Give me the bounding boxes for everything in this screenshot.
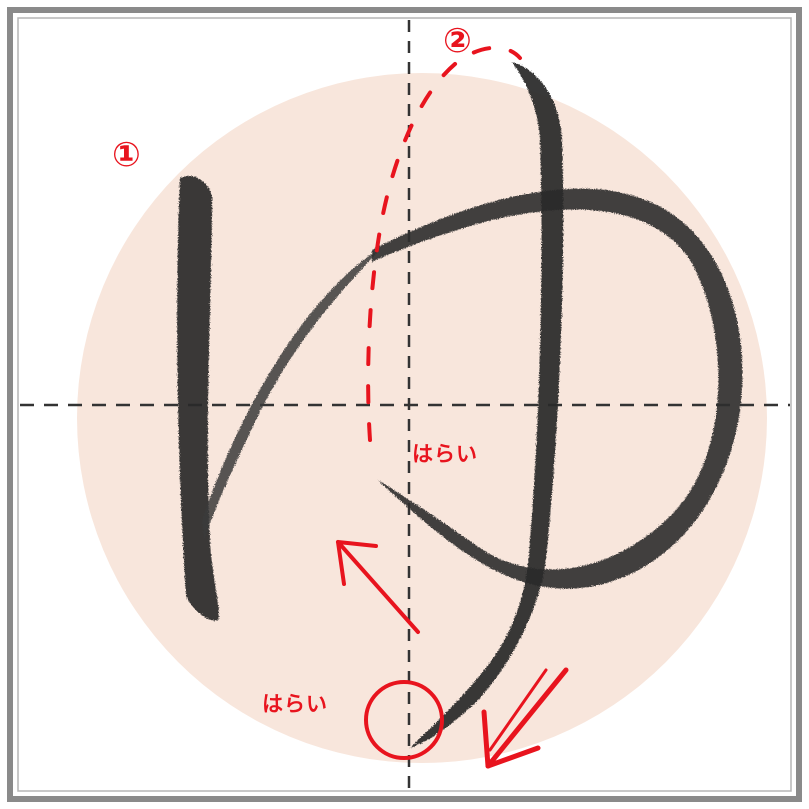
arrow-icon xyxy=(481,667,569,769)
stroke-number-1: ① xyxy=(112,135,141,175)
stroke-2-path-guide xyxy=(366,45,522,442)
harai-label-upper: はらい xyxy=(412,442,478,466)
frame-border-inner xyxy=(17,17,792,792)
arrow-icon xyxy=(336,540,420,634)
stroke-2-vertical-ink xyxy=(410,62,564,748)
harai-label-lower: はらい xyxy=(262,692,328,716)
frame-border xyxy=(7,7,802,802)
background-circle xyxy=(77,73,767,763)
circle-highlight-icon xyxy=(364,680,444,760)
stroke-number-2: ② xyxy=(443,21,472,61)
